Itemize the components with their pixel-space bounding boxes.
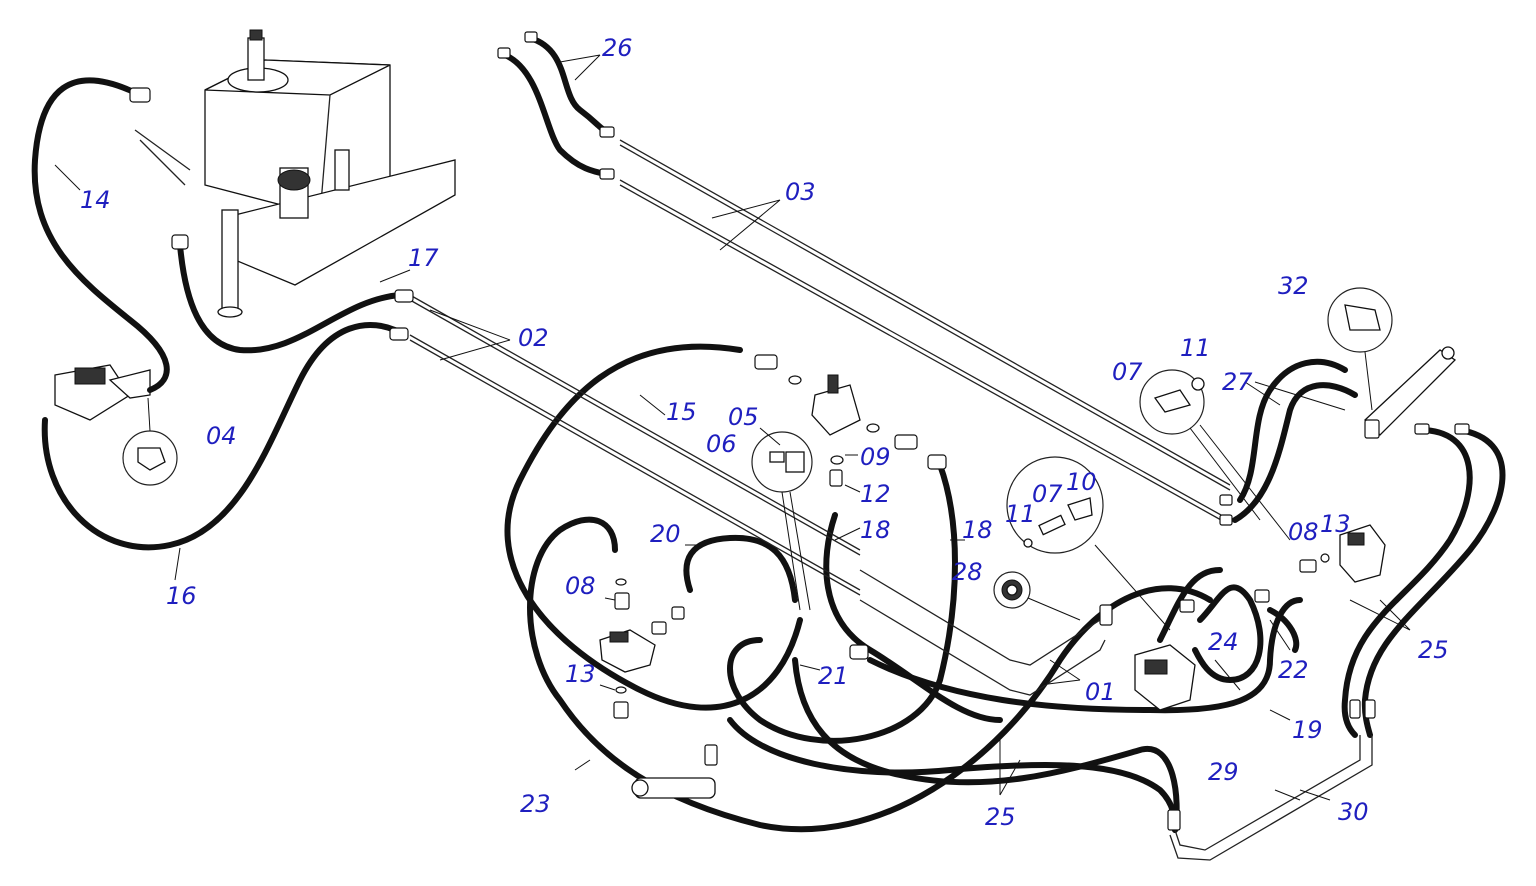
hose-14: [31, 77, 170, 393]
hose-19: [867, 597, 1303, 714]
label-09: 09: [860, 443, 891, 471]
pipe-02b: [409, 299, 861, 556]
hose-27b: [1232, 382, 1358, 523]
hose-22: [1267, 607, 1300, 653]
label-19: 19: [1292, 716, 1323, 744]
part-labels: 01 02 03 04 05 06 07 07 08 08 09 10 11 1…: [80, 34, 1449, 831]
hose-26a: [527, 35, 613, 135]
label-32: 32: [1278, 272, 1309, 300]
label-11-right: 11: [1180, 334, 1211, 362]
hose-17: [177, 242, 403, 354]
label-23: 23: [520, 790, 551, 818]
detail-callouts: [122, 287, 1393, 631]
leader-lines: [54, 54, 1411, 801]
hose-27a: [1237, 358, 1348, 503]
hose-23: [527, 516, 1213, 833]
label-08-right: 08: [1288, 518, 1319, 546]
label-15: 15: [666, 398, 697, 426]
pipe-29: [1174, 735, 1361, 851]
label-18-right: 18: [962, 516, 993, 544]
pipe-03a: [619, 139, 1231, 486]
pipe-03b: [619, 179, 1231, 521]
hose-18b: [727, 462, 958, 744]
label-14: 14: [80, 186, 111, 214]
control-valve-left: [54, 364, 151, 421]
label-25-right: 25: [1418, 636, 1449, 664]
label-21: 21: [818, 662, 849, 690]
hose-24: [1192, 584, 1264, 683]
hydraulic-motor-left: [599, 578, 685, 719]
cylinder-top-right: [1364, 346, 1457, 439]
label-03: 03: [785, 178, 816, 206]
hydraulic-pump-center: [1134, 644, 1196, 711]
distributor-block: [754, 354, 947, 487]
label-10: 10: [1066, 468, 1097, 496]
hose-26b: [502, 52, 613, 178]
label-18-left: 18: [860, 516, 891, 544]
pipe-02a: [409, 294, 861, 551]
hose-20: [683, 534, 798, 603]
label-13-right: 13: [1320, 510, 1351, 538]
hose-21: [792, 657, 1180, 833]
detail-circle-10: [1006, 456, 1104, 554]
pipe-30: [1169, 735, 1373, 861]
label-20: 20: [650, 520, 681, 548]
pipe-01b: [859, 599, 1106, 696]
label-30: 30: [1338, 798, 1369, 826]
label-29: 29: [1208, 758, 1239, 786]
label-16: 16: [166, 582, 197, 610]
label-26: 26: [602, 34, 633, 62]
hose-25c: [1361, 427, 1506, 738]
label-13-left: 13: [565, 660, 596, 688]
hydraulic-motor-right: [1299, 524, 1386, 583]
hydraulic-tank-assembly: [134, 29, 456, 318]
label-27: 27: [1222, 368, 1253, 396]
hose-15: [504, 343, 803, 711]
label-07-right: 07: [1112, 358, 1143, 386]
label-01: 01: [1085, 678, 1116, 706]
label-02: 02: [518, 324, 549, 352]
pipe-03c: [619, 144, 1231, 491]
label-05: 05: [728, 403, 759, 431]
pipe-02d: [409, 339, 861, 596]
label-07-detail: 07: [1032, 480, 1063, 508]
cylinder-bottom: [631, 744, 718, 799]
pipe-03d: [619, 184, 1231, 526]
label-04: 04: [206, 422, 237, 450]
label-28: 28: [952, 558, 983, 586]
pipe-02c: [409, 334, 861, 591]
label-06: 06: [706, 430, 737, 458]
label-17: 17: [408, 244, 439, 272]
label-25-bottom: 25: [985, 803, 1016, 831]
hose-16: [41, 322, 398, 551]
label-24: 24: [1208, 628, 1239, 656]
hose-25b: [1341, 427, 1473, 738]
rigid-pipes: [409, 139, 1373, 861]
label-22: 22: [1278, 656, 1309, 684]
hose-24b: [1157, 567, 1223, 643]
label-12: 12: [860, 480, 891, 508]
label-11-detail: 11: [1005, 500, 1036, 528]
hose-25a: [727, 717, 1178, 833]
components: [129, 31, 1470, 831]
label-08-left: 08: [565, 572, 596, 600]
hose-18a: [823, 512, 1003, 723]
